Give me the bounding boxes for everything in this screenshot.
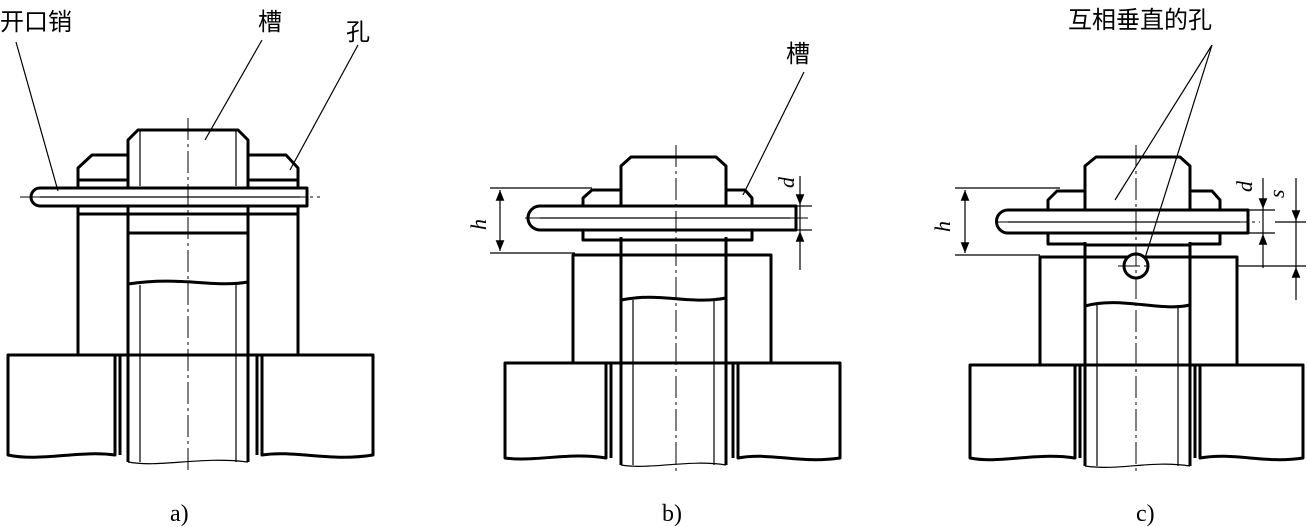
dim-d-c: d (1232, 178, 1275, 268)
label-cotter-pin: 开口销 (0, 8, 72, 36)
dim-h-label-b: h (466, 219, 491, 230)
dim-h-label-c: h (930, 221, 955, 232)
dim-s-label-c: s (1264, 189, 1289, 198)
dim-s-c: s (1238, 178, 1306, 300)
label-slot-a: 槽 (258, 8, 282, 36)
nut-body-b (571, 188, 773, 365)
dim-d-label-b: d (774, 176, 799, 188)
dim-d-label-c: d (1232, 180, 1257, 192)
nut-crown-b (619, 155, 728, 208)
leader-slot-b (742, 71, 805, 196)
leader-cotter-pin (15, 41, 59, 192)
dim-h-c: h (930, 187, 1060, 256)
label-slot-b: 槽 (786, 40, 810, 68)
caption-c: c) (1136, 501, 1155, 527)
leader-hole-a (289, 44, 359, 171)
caption-b: b) (662, 501, 682, 527)
dim-h-b: h (466, 187, 592, 254)
nut-body-a (76, 212, 300, 357)
figure-c: h d s 互相垂直的孔 c) (930, 6, 1306, 527)
leader-holes-c-1 (1114, 44, 1213, 201)
figure-b: h d 槽 b) (466, 40, 842, 527)
bolt-shank-b (619, 237, 728, 467)
label-hole-a: 孔 (346, 18, 370, 46)
nut-body-c (1038, 189, 1239, 367)
base-plate-a (6, 353, 375, 459)
figure-a: 开口销 槽 孔 a) (0, 8, 375, 527)
base-plate-b (503, 361, 842, 462)
label-perpendicular-holes: 互相垂直的孔 (1068, 6, 1212, 34)
dim-d-b: d (774, 176, 812, 270)
leader-slot-a (204, 39, 263, 141)
caption-a: a) (170, 501, 189, 527)
leader-holes-c-2 (1144, 44, 1213, 259)
